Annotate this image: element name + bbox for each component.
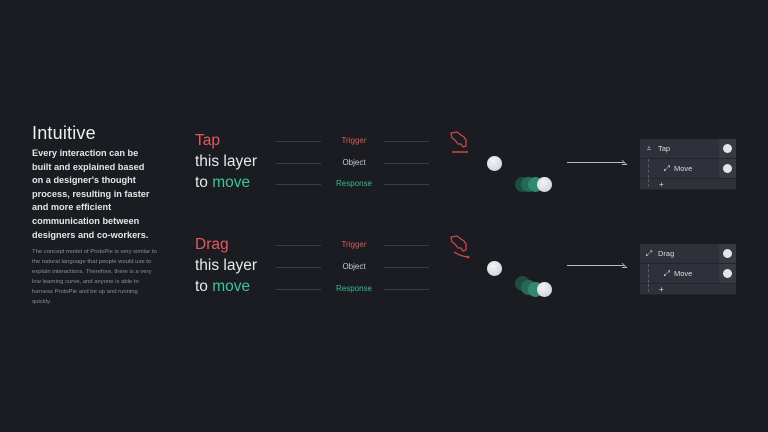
add-response-button[interactable]: + — [640, 179, 736, 190]
response-row-label: Move — [674, 269, 693, 278]
object-words: this layer — [195, 153, 258, 170]
connector-line — [384, 184, 429, 185]
response-prefix: to — [195, 174, 213, 191]
drag-hand-icon — [450, 235, 470, 259]
connector-line — [276, 289, 321, 290]
connector-line — [384, 267, 429, 268]
plus-icon: + — [659, 284, 664, 294]
connector-line — [384, 245, 429, 246]
trigger-row[interactable]: ⤢ Drag — [640, 244, 736, 264]
response-row-label: Move — [674, 164, 693, 173]
interaction-panel-drag: ⤢ Drag ⤢ Move + — [640, 244, 736, 295]
drag-icon: ⤢ — [645, 248, 653, 258]
moved-ball — [537, 177, 552, 192]
connector-line — [384, 289, 429, 290]
trigger-row[interactable]: ⩡ Tap — [640, 139, 736, 159]
response-row[interactable]: ⤢ Move — [640, 264, 736, 284]
connector-line — [384, 141, 429, 142]
toggle[interactable] — [723, 269, 732, 278]
connector-line — [276, 141, 321, 142]
plus-icon: + — [659, 179, 664, 189]
response-label: Response — [335, 179, 373, 188]
connector-line — [384, 163, 429, 164]
tap-hand-icon — [450, 131, 468, 153]
trigger-label: Trigger — [341, 240, 367, 249]
layer-ball — [487, 261, 502, 276]
trigger-word: Drag — [195, 236, 229, 253]
sentence-tap: Tap this layer to move — [195, 130, 257, 193]
tap-icon: ⩡ — [646, 143, 652, 153]
response-prefix: to — [195, 278, 213, 295]
move-icon: ⤢ — [663, 268, 670, 278]
object-words: this layer — [195, 257, 258, 274]
trigger-word: Tap — [195, 132, 220, 149]
toggle[interactable] — [723, 249, 732, 258]
toggle[interactable] — [723, 144, 732, 153]
response-row[interactable]: ⤢ Move — [640, 159, 736, 179]
connector-line — [276, 163, 321, 164]
sentence-drag: Drag this layer to move — [195, 234, 257, 297]
connector-line — [276, 184, 321, 185]
lead-paragraph: Every interaction can be built and expla… — [32, 148, 150, 240]
add-response-button[interactable]: + — [640, 284, 736, 295]
move-icon: ⤢ — [663, 163, 670, 173]
response-word: move — [212, 174, 251, 191]
trigger-row-label: Tap — [658, 144, 671, 153]
body-paragraph: The concept model of ProtoPie is very si… — [32, 249, 157, 305]
trigger-row-label: Drag — [658, 249, 675, 258]
trigger-label: Trigger — [341, 136, 367, 145]
connector-line — [276, 267, 321, 268]
response-label: Response — [335, 284, 373, 293]
moved-ball — [537, 282, 552, 297]
layer-ball — [487, 156, 502, 171]
object-label: Object — [342, 158, 366, 167]
interaction-panel-tap: ⩡ Tap ⤢ Move + — [640, 139, 736, 190]
arrow-icon — [567, 265, 625, 266]
section-title: Intuitive — [32, 123, 96, 143]
toggle[interactable] — [723, 164, 732, 173]
response-word: move — [212, 278, 251, 295]
connector-line — [276, 245, 321, 246]
object-label: Object — [342, 262, 366, 271]
arrow-icon — [567, 162, 625, 163]
